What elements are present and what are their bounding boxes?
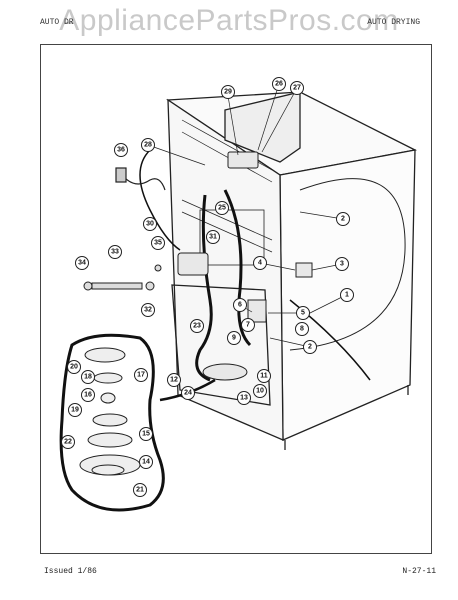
callout-33: 33 xyxy=(108,245,122,259)
power-cord xyxy=(115,167,166,191)
svg-text:9: 9 xyxy=(232,335,236,342)
header-left: AUTO DR xyxy=(40,18,74,27)
svg-text:19: 19 xyxy=(71,407,79,414)
callout-22: 22 xyxy=(61,435,75,449)
callout-26: 26 xyxy=(272,77,286,91)
svg-text:26: 26 xyxy=(275,81,283,88)
svg-text:18: 18 xyxy=(84,374,92,381)
callout-29: 29 xyxy=(221,85,235,99)
callout-18: 18 xyxy=(81,370,95,384)
footer-page-code: N-27-11 xyxy=(402,567,436,576)
svg-text:5: 5 xyxy=(301,310,305,317)
svg-text:17: 17 xyxy=(137,372,145,379)
callout-27: 27 xyxy=(290,81,304,95)
callout-12: 12 xyxy=(167,373,181,387)
callout-1: 1 xyxy=(340,288,354,302)
svg-text:7: 7 xyxy=(246,322,250,329)
callout-10: 10 xyxy=(253,384,267,398)
callout-21: 21 xyxy=(133,483,147,497)
header-right: AUTO DRYING xyxy=(367,18,420,27)
svg-text:11: 11 xyxy=(260,373,268,380)
svg-text:32: 32 xyxy=(144,307,152,314)
svg-text:30: 30 xyxy=(146,221,154,228)
callout-25: 25 xyxy=(215,201,229,215)
callout-3: 3 xyxy=(335,257,349,271)
callout-2a: 2 xyxy=(336,212,350,226)
callout-36: 36 xyxy=(114,143,128,157)
callout-4: 4 xyxy=(253,256,267,270)
svg-text:2: 2 xyxy=(308,344,312,351)
svg-text:13: 13 xyxy=(240,395,248,402)
callout-13: 13 xyxy=(237,391,251,405)
watermark: AppliancePartsPros.com xyxy=(59,4,399,37)
callout-16: 16 xyxy=(81,388,95,402)
svg-text:27: 27 xyxy=(293,85,301,92)
svg-text:6: 6 xyxy=(238,302,242,309)
svg-text:4: 4 xyxy=(258,260,262,267)
callout-35: 35 xyxy=(151,236,165,250)
callout-11: 11 xyxy=(257,369,271,383)
svg-text:21: 21 xyxy=(136,487,144,494)
exploded-parts xyxy=(79,347,141,476)
callout-6: 6 xyxy=(233,298,247,312)
svg-text:29: 29 xyxy=(224,89,232,96)
callout-7: 7 xyxy=(241,318,255,332)
callout-8: 8 xyxy=(295,322,309,336)
diagram-frame xyxy=(40,44,432,554)
svg-text:35: 35 xyxy=(154,240,162,247)
svg-text:23: 23 xyxy=(193,323,201,330)
callout-17: 17 xyxy=(134,368,148,382)
callout-15: 15 xyxy=(139,427,153,441)
svg-text:1: 1 xyxy=(345,292,349,299)
svg-text:34: 34 xyxy=(78,260,86,267)
callout-2b: 2 xyxy=(303,340,317,354)
parts xyxy=(177,151,313,381)
svg-text:15: 15 xyxy=(142,431,150,438)
svg-text:25: 25 xyxy=(218,205,226,212)
svg-text:8: 8 xyxy=(300,326,304,333)
callout-32: 32 xyxy=(141,303,155,317)
svg-text:16: 16 xyxy=(84,392,92,399)
svg-text:14: 14 xyxy=(142,459,150,466)
callout-31: 31 xyxy=(206,230,220,244)
callout-28: 28 xyxy=(141,138,155,152)
svg-text:3: 3 xyxy=(340,261,344,268)
svg-text:2: 2 xyxy=(341,216,345,223)
footer-issued: Issued 1/86 xyxy=(44,567,97,576)
svg-text:22: 22 xyxy=(64,439,72,446)
callout-34: 34 xyxy=(75,256,89,270)
callout-14: 14 xyxy=(139,455,153,469)
svg-text:12: 12 xyxy=(170,377,178,384)
svg-text:28: 28 xyxy=(144,142,152,149)
callout-30: 30 xyxy=(143,217,157,231)
svg-text:33: 33 xyxy=(111,249,119,256)
callout-9: 9 xyxy=(227,331,241,345)
valve-screw xyxy=(83,264,162,291)
svg-text:31: 31 xyxy=(209,234,217,241)
svg-text:10: 10 xyxy=(256,388,264,395)
callout-20: 20 xyxy=(67,360,81,374)
dryer-cabinet xyxy=(166,91,418,450)
callout-23: 23 xyxy=(190,319,204,333)
callout-5: 5 xyxy=(296,306,310,320)
svg-text:20: 20 xyxy=(70,364,78,371)
svg-text:24: 24 xyxy=(184,390,192,397)
callout-24: 24 xyxy=(181,386,195,400)
svg-text:36: 36 xyxy=(117,147,125,154)
callout-19: 19 xyxy=(68,403,82,417)
